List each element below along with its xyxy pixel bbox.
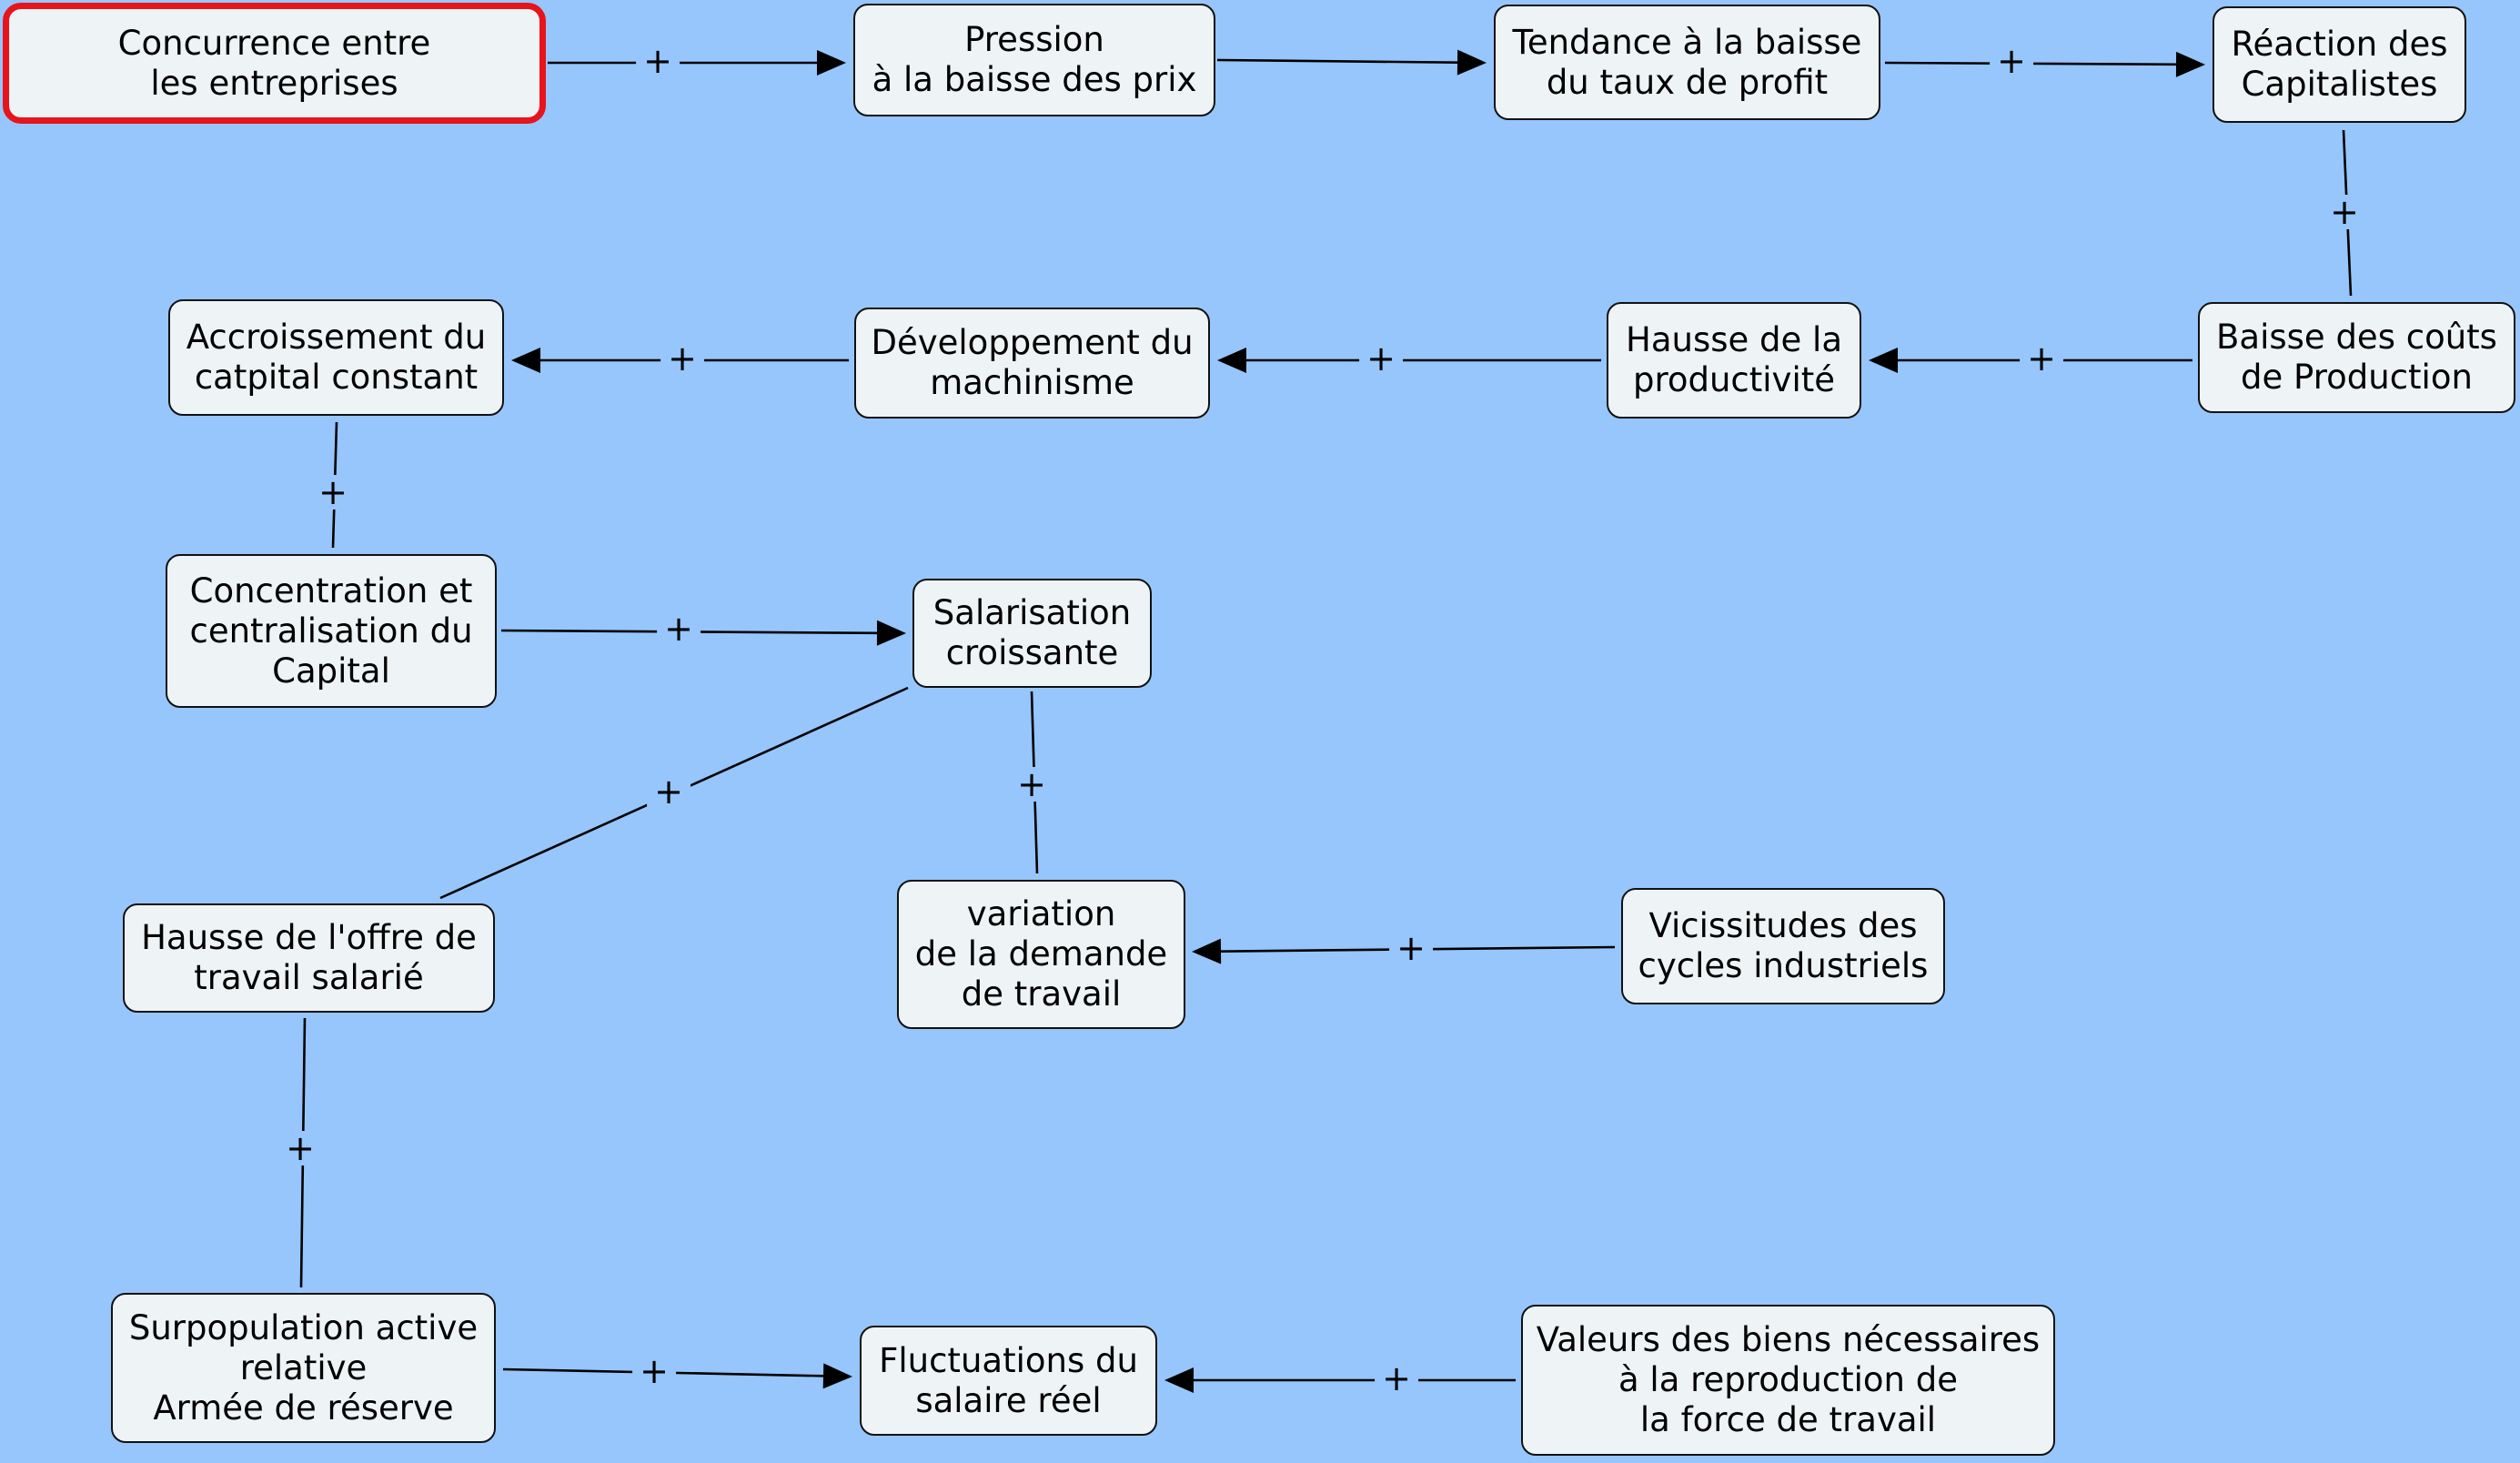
link-label: + <box>2020 341 2063 376</box>
concept-node-valeurs[interactable]: Valeurs des biens nécessaires à la repro… <box>1521 1305 2055 1456</box>
concept-node-pression[interactable]: Pression à la baisse des prix <box>853 4 1215 116</box>
concept-node-baisse-couts[interactable]: Baisse des coûts de Production <box>2198 302 2515 413</box>
arrowhead-icon <box>1164 1367 1194 1393</box>
concept-node-surpopulation[interactable]: Surpopulation active relative Armée de r… <box>111 1293 496 1443</box>
concept-node-concurrence[interactable]: Concurrence entre les entreprises <box>3 3 546 124</box>
arrowhead-icon <box>511 348 540 373</box>
concept-node-salarisation[interactable]: Salarisation croissante <box>912 579 1152 688</box>
concept-node-variation[interactable]: variation de la demande de travail <box>897 880 1185 1029</box>
link-label: + <box>636 44 680 78</box>
arrowhead-icon <box>817 50 846 76</box>
concept-node-developpement[interactable]: Développement du machinisme <box>854 308 1210 419</box>
link-label: + <box>1990 44 2033 78</box>
link-label: + <box>657 611 701 646</box>
concept-node-accroissement[interactable]: Accroissement du catpital constant <box>168 299 504 416</box>
link-label: + <box>311 475 355 510</box>
concept-node-hausse-prod[interactable]: Hausse de la productivité <box>1607 302 1861 419</box>
arrowhead-icon <box>822 1363 852 1389</box>
link-label: + <box>647 774 690 809</box>
link-label: + <box>278 1131 322 1165</box>
arrowhead-icon <box>876 620 906 646</box>
arrowhead-icon <box>1217 348 1246 373</box>
concept-node-reaction[interactable]: Réaction des Capitalistes <box>2213 6 2466 123</box>
link-label: + <box>660 341 704 376</box>
concept-node-tendance[interactable]: Tendance à la baisse du taux de profit <box>1494 5 1880 120</box>
concept-node-vicissitudes[interactable]: Vicissitudes des cycles industriels <box>1621 888 1945 1004</box>
arrowhead-icon <box>1869 348 1898 373</box>
arrowhead-icon <box>1192 938 1222 964</box>
arrowhead-icon <box>2175 51 2205 77</box>
link-label: + <box>1359 341 1403 376</box>
link-line-pression-tendance[interactable] <box>1216 58 1458 64</box>
arrowhead-icon <box>1457 49 1487 76</box>
concept-node-fluctuations[interactable]: Fluctuations du salaire réel <box>860 1326 1157 1436</box>
link-label: + <box>1010 767 1053 802</box>
concept-node-hausse-offre[interactable]: Hausse de l'offre de travail salarié <box>123 903 495 1013</box>
link-label: + <box>1389 931 1433 965</box>
link-label: + <box>1375 1361 1418 1396</box>
link-label: + <box>2323 195 2366 229</box>
concept-node-concentration[interactable]: Concentration et centralisation du Capit… <box>166 554 497 708</box>
link-label: + <box>632 1354 676 1388</box>
